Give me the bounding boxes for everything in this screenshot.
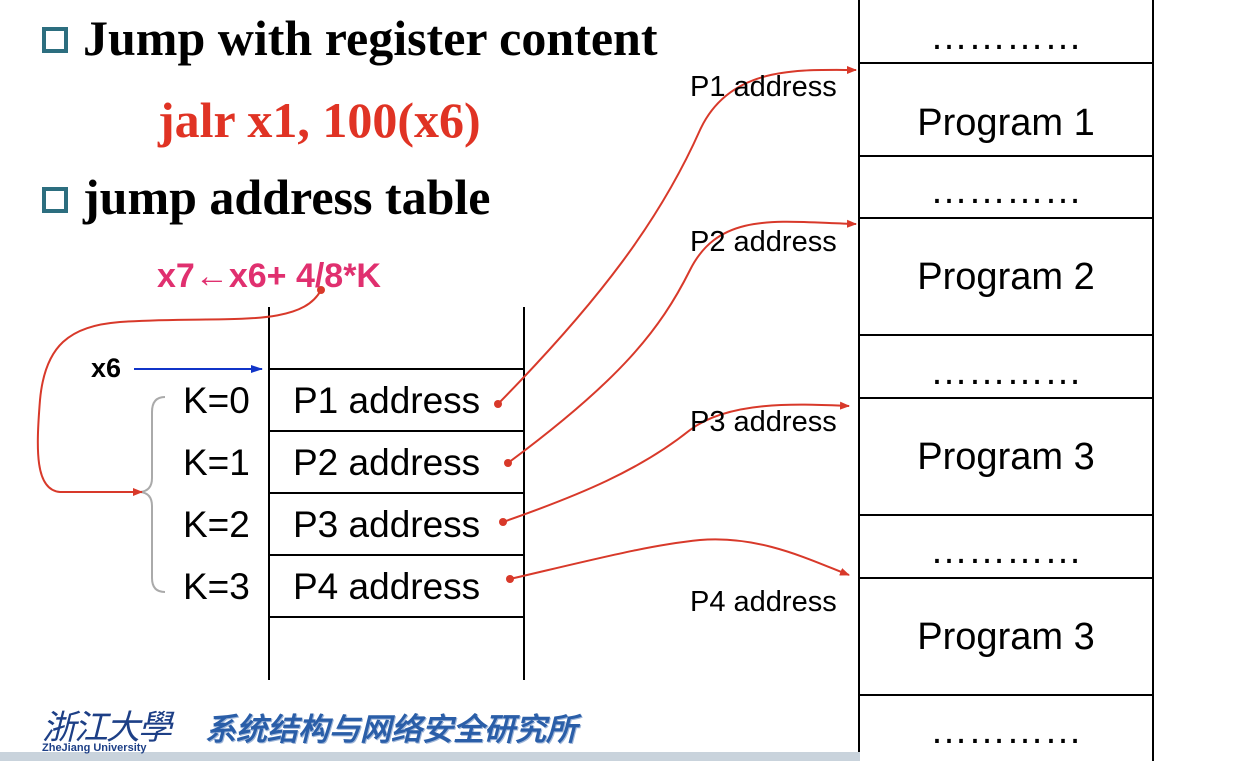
- address-label: P4 address: [690, 586, 837, 618]
- formula-text: x7←x6+ 4/8*K: [157, 257, 381, 295]
- memory-block: …………: [930, 170, 1082, 212]
- memory-block: Program 3: [917, 616, 1095, 658]
- p3-arrow: [502, 401, 850, 523]
- bullet-heading-2: jump address table: [83, 169, 491, 225]
- p1-arrow: [497, 65, 857, 405]
- memory-frame: [858, 0, 1154, 761]
- address-label: P2 address: [690, 226, 837, 258]
- table-entry: P2 address: [293, 442, 481, 483]
- k-brace: [139, 396, 166, 593]
- jump-table-frame: [268, 307, 525, 680]
- memory-block: …………: [930, 710, 1082, 752]
- instruction-text: jalr x1, 100(x6): [158, 92, 481, 148]
- memory-block: Program 3: [917, 436, 1095, 478]
- k-label: K=3: [183, 566, 250, 607]
- university-logo: 浙江大學: [42, 710, 172, 747]
- register-label: x6: [91, 353, 122, 383]
- memory-block: …………: [930, 351, 1082, 393]
- k-label: K=1: [183, 442, 250, 483]
- lab-name: 系统结构与网络安全研究所: [205, 712, 577, 747]
- footer-bar: [0, 752, 860, 761]
- bullet-square-icon: [42, 187, 68, 213]
- bullet-square-icon: [42, 27, 68, 53]
- formula-to-k-arrow: [36, 289, 322, 496]
- formula-dot: [317, 286, 325, 294]
- table-entry: P4 address: [293, 566, 481, 607]
- address-label: P1 address: [690, 71, 837, 103]
- p2-arrow: [507, 219, 857, 464]
- table-entry: P1 address: [293, 380, 481, 421]
- memory-block: …………: [930, 16, 1082, 58]
- memory-block: Program 1: [917, 102, 1095, 144]
- k-label: K=0: [183, 380, 250, 421]
- university-caption: ZheJiang University: [42, 742, 147, 754]
- k-label: K=2: [183, 504, 250, 545]
- bullet-heading-1: Jump with register content: [83, 10, 658, 66]
- p4-arrow: [509, 538, 850, 580]
- memory-block: Program 2: [917, 256, 1095, 298]
- table-entry: P3 address: [293, 504, 481, 545]
- address-label: P3 address: [690, 406, 837, 438]
- memory-block: …………: [930, 530, 1082, 572]
